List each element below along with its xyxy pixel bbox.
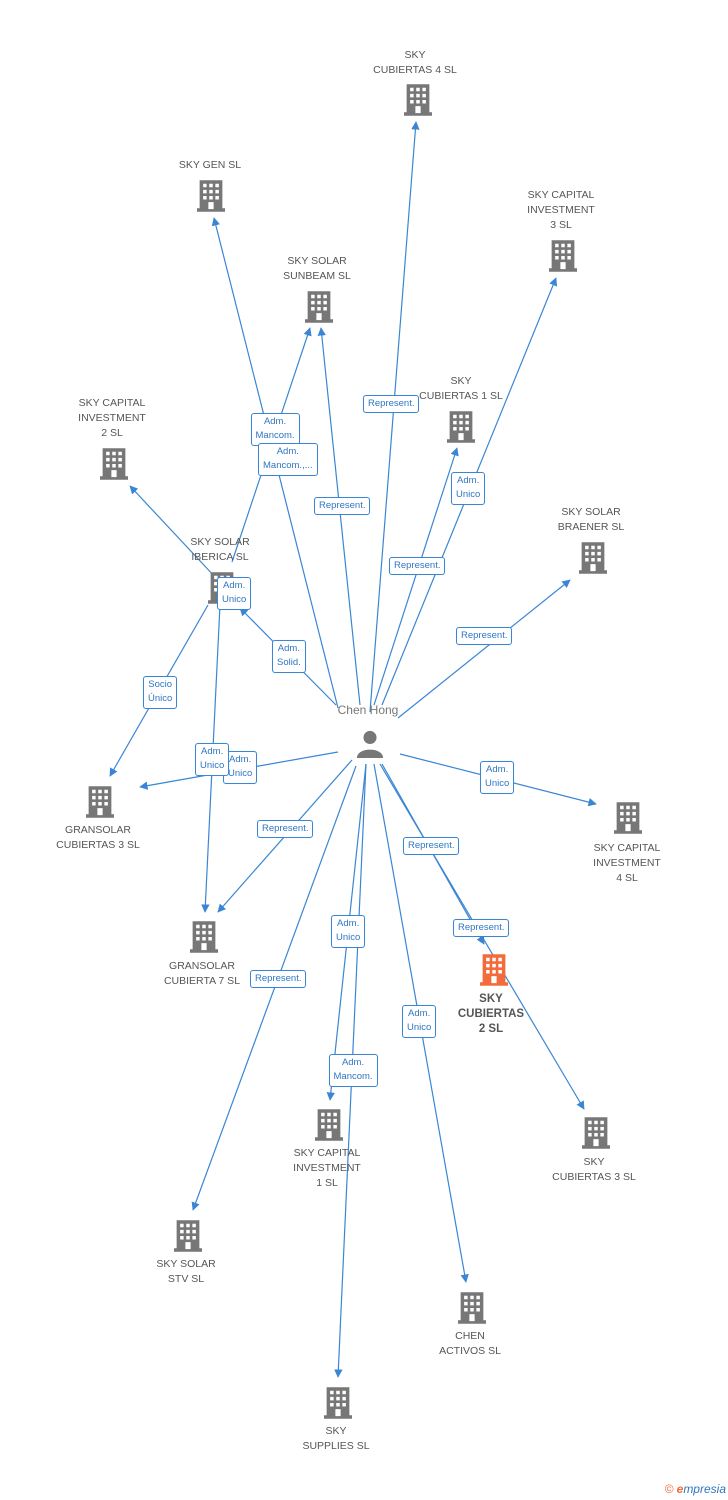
company-label-sky-solar-stv[interactable]: SKY SOLAR STV SL <box>156 1258 216 1285</box>
edge-label[interactable]: Represent. <box>250 969 307 988</box>
person-icon[interactable] <box>356 730 384 758</box>
building-icon[interactable] <box>305 291 333 323</box>
edge-label[interactable]: Adm. Unico <box>217 576 252 610</box>
edge-label[interactable]: Represent. <box>389 556 446 575</box>
edge-label[interactable]: Represent. <box>453 918 510 937</box>
company-label-sky-supplies[interactable]: SKY SUPPLIES SL <box>302 1425 370 1452</box>
company-label-sky-capital-2[interactable]: SKY CAPITAL INVESTMENT 2 SL <box>78 397 146 439</box>
company-label-sky-capital-3[interactable]: SKY CAPITAL INVESTMENT 3 SL <box>527 189 595 231</box>
edge-label[interactable]: Adm. Unico <box>451 471 486 505</box>
edge-label[interactable]: Adm. Mancom.,... <box>258 442 318 476</box>
building-icon[interactable] <box>324 1387 352 1419</box>
building-icon[interactable] <box>86 786 114 818</box>
edge-label[interactable]: Represent. <box>403 836 460 855</box>
building-icon[interactable] <box>582 1117 610 1149</box>
brand-name: mpresia <box>683 1482 726 1496</box>
edge-label[interactable]: Represent. <box>456 626 513 645</box>
building-icon[interactable] <box>315 1109 343 1141</box>
company-label-sky-cubiertas-3[interactable]: SKY CUBIERTAS 3 SL <box>552 1156 636 1183</box>
brand-initial: e <box>676 1482 684 1496</box>
edge-person-to-sky_cubiertas_1 <box>373 447 459 706</box>
company-label-sky-capital-1[interactable]: SKY CAPITAL INVESTMENT 1 SL <box>293 1147 361 1189</box>
company-label-sky-capital-4[interactable]: SKY CAPITAL INVESTMENT 4 SL <box>593 842 661 884</box>
company-label-sky-cubiertas-4[interactable]: SKY CUBIERTAS 4 SL <box>373 49 457 76</box>
copyright-symbol: © <box>664 1482 674 1496</box>
edge-label[interactable]: Adm. Unico <box>331 914 366 948</box>
company-label-sky-gen[interactable]: SKY GEN SL <box>178 159 242 171</box>
building-icon[interactable] <box>549 240 577 272</box>
building-icon[interactable] <box>579 542 607 574</box>
company-label-gransolar-3[interactable]: GRANSOLAR CUBIERTAS 3 SL <box>56 824 140 851</box>
building-icon[interactable] <box>174 1220 202 1252</box>
edge-label[interactable]: Adm. Mancom. <box>250 412 300 446</box>
company-label-sky-solar-sunbeam[interactable]: SKY SOLAR SUNBEAM SL <box>283 255 351 282</box>
edge-label[interactable]: Represent. <box>257 819 314 838</box>
company-label-chen-activos[interactable]: CHEN ACTIVOS SL <box>439 1330 501 1357</box>
building-icon[interactable] <box>190 921 218 953</box>
edge-label[interactable]: Adm. Unico <box>195 742 230 776</box>
edge-person-to-sky_solar_braener <box>397 579 571 719</box>
company-label-sky-solar-iberica[interactable]: SKY SOLAR IBERICA SL <box>190 536 250 563</box>
building-icon[interactable] <box>458 1292 486 1324</box>
building-icon[interactable] <box>447 411 475 443</box>
company-label-sky-cubiertas-1[interactable]: SKY CUBIERTAS 1 SL <box>419 375 503 402</box>
edge-label[interactable]: Adm. Solid. <box>272 639 306 673</box>
company-label-sky-cubiertas-2[interactable]: SKY CUBIERTAS 2 SL <box>457 993 525 1035</box>
edge-label[interactable]: Represent. <box>314 496 371 515</box>
company-label-gransolar-7[interactable]: GRANSOLAR CUBIERTA 7 SL <box>163 960 241 987</box>
person-name[interactable]: Chen Hong <box>337 703 399 717</box>
edge-person-to-sky_solar_sunbeam <box>317 327 361 706</box>
edge-label[interactable]: Represent. <box>363 394 420 413</box>
building-icon[interactable] <box>100 448 128 480</box>
edge-person-to-sky_solar_stv <box>191 765 357 1211</box>
building-icon[interactable] <box>614 802 642 834</box>
building-icon[interactable] <box>404 84 432 116</box>
edge-label[interactable]: Adm. Unico <box>402 1004 437 1038</box>
company-label-sky-solar-braener[interactable]: SKY SOLAR BRAENER SL <box>557 506 625 533</box>
building-icon[interactable] <box>197 180 225 212</box>
footer-brand: ©empresia <box>665 1482 726 1496</box>
edge-sky_solar_iberica-to-sky_capital_2 <box>129 485 217 579</box>
building-icon[interactable] <box>480 954 508 986</box>
edge-label[interactable]: Adm. Mancom. <box>328 1053 378 1087</box>
edge-person-to-sky_cubiertas_4 <box>369 121 420 713</box>
edge-label[interactable]: Socio Único <box>143 675 178 709</box>
edge-label[interactable]: Adm. Unico <box>480 760 515 794</box>
